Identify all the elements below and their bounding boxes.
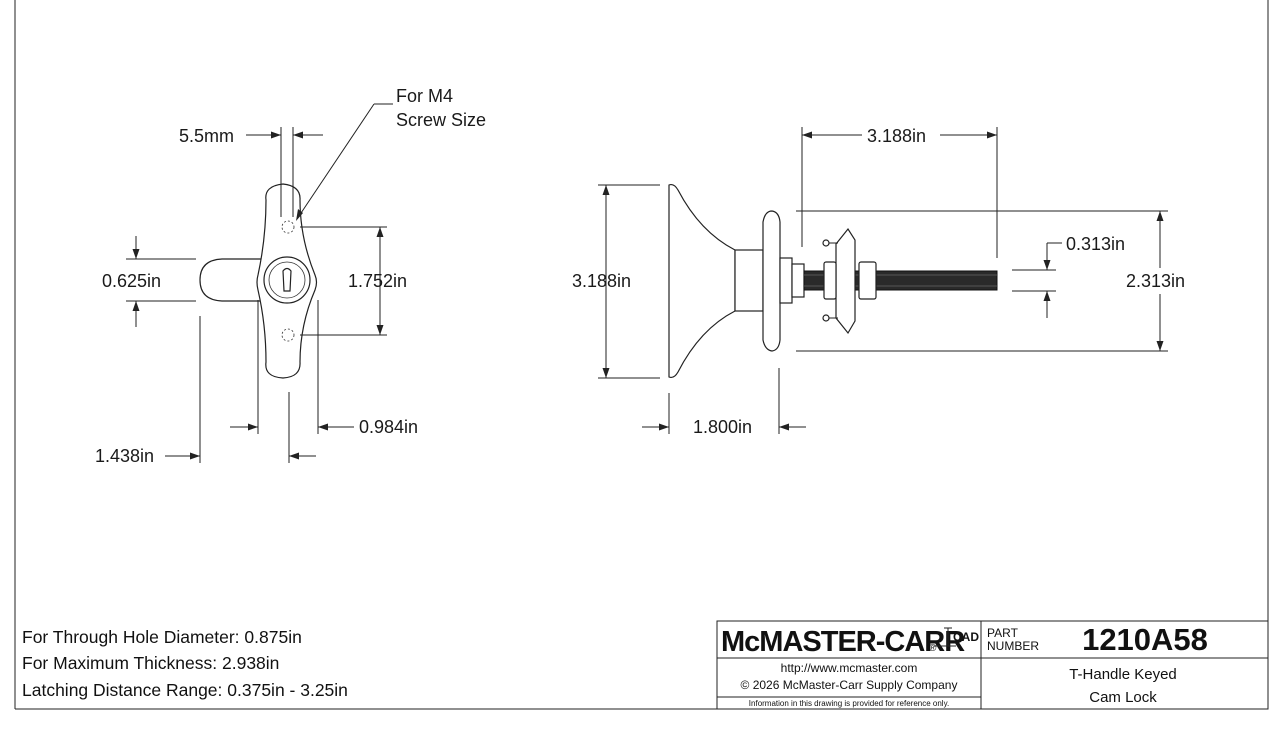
- dim-height: 3.188in: [572, 184, 660, 379]
- part-label-line1: PART: [987, 626, 1019, 640]
- dim-length: 3.188in: [801, 126, 998, 258]
- nut-right: [858, 261, 877, 300]
- description-line2: Cam Lock: [1089, 689, 1157, 706]
- dim-height-label: 3.188in: [572, 271, 631, 291]
- dim-holes-label: 1.752in: [348, 271, 407, 291]
- note-latching-range: Latching Distance Range: 0.375in - 3.25i…: [22, 680, 348, 700]
- cam-plate: [835, 227, 856, 335]
- copyright-text: © 2026 McMaster-Carr Supply Company: [741, 678, 958, 692]
- keyway: [282, 267, 292, 292]
- disclaimer-text: Information in this drawing is provided …: [749, 699, 949, 708]
- handle-wing: [668, 183, 736, 379]
- dim-overall-width-label: 1.438in: [95, 446, 154, 466]
- key-cylinder-inner: [268, 261, 306, 299]
- url-text: http://www.mcmaster.com: [781, 661, 918, 675]
- registered-mark: ®: [929, 643, 937, 654]
- dim-holes: 1.752in: [300, 226, 407, 336]
- cylinder-body: [779, 257, 793, 304]
- dim-body-width: 0.984in: [230, 300, 418, 437]
- dim-slot-label: 5.5mm: [179, 126, 234, 146]
- cylinder-step: [791, 263, 805, 298]
- handle-shank: [734, 249, 764, 312]
- front-view: 5.5mm For M4 Screw Size 0.625in: [95, 86, 486, 466]
- screw-hole-top: [281, 220, 295, 234]
- dim-body-width-label: 0.984in: [359, 417, 418, 437]
- note-max-thickness: For Maximum Thickness: 2.938in: [22, 653, 279, 673]
- part-number: 1210A58: [1082, 622, 1208, 657]
- dim-cam: 2.313in: [796, 210, 1185, 352]
- notes: For Through Hole Diameter: 0.875in For M…: [22, 627, 348, 700]
- flange: [762, 210, 781, 352]
- dim-thread-label: 0.313in: [1066, 234, 1125, 254]
- screw-note-line1: For M4: [396, 86, 453, 106]
- screw-note-line2: Screw Size: [396, 110, 486, 130]
- cam-posts: [822, 239, 838, 322]
- dim-handle-depth: 1.800in: [642, 368, 806, 437]
- side-view: 3.188in 3.188in 0.313in: [572, 126, 1185, 437]
- dim-overall-width: 1.438in: [95, 316, 316, 466]
- title-block: McMASTER-CARR ® CAD http://www.mcmaster.…: [716, 620, 1269, 710]
- sheet-border: [14, 0, 1269, 710]
- cad-icon: [934, 627, 956, 647]
- nut-left: [823, 261, 837, 300]
- dim-cam-label: 2.313in: [1126, 271, 1185, 291]
- dim-length-label: 3.188in: [867, 126, 926, 146]
- part-label-line2: NUMBER: [987, 639, 1039, 653]
- thumb-tab: [199, 258, 268, 302]
- screw-hole-bottom: [281, 328, 295, 342]
- brand-logo: McMASTER-CARR: [721, 626, 965, 658]
- dim-handle-depth-label: 1.800in: [693, 417, 752, 437]
- cad-label: CAD: [953, 630, 979, 644]
- description-line1: T-Handle Keyed: [1069, 666, 1177, 683]
- dim-thumb-label: 0.625in: [102, 271, 161, 291]
- dim-slot: 5.5mm: [179, 126, 323, 217]
- screw-leader: For M4 Screw Size: [296, 86, 486, 221]
- dim-thumb: 0.625in: [102, 236, 196, 327]
- note-hole-diameter: For Through Hole Diameter: 0.875in: [22, 627, 302, 647]
- dim-thread: 0.313in: [1012, 234, 1125, 318]
